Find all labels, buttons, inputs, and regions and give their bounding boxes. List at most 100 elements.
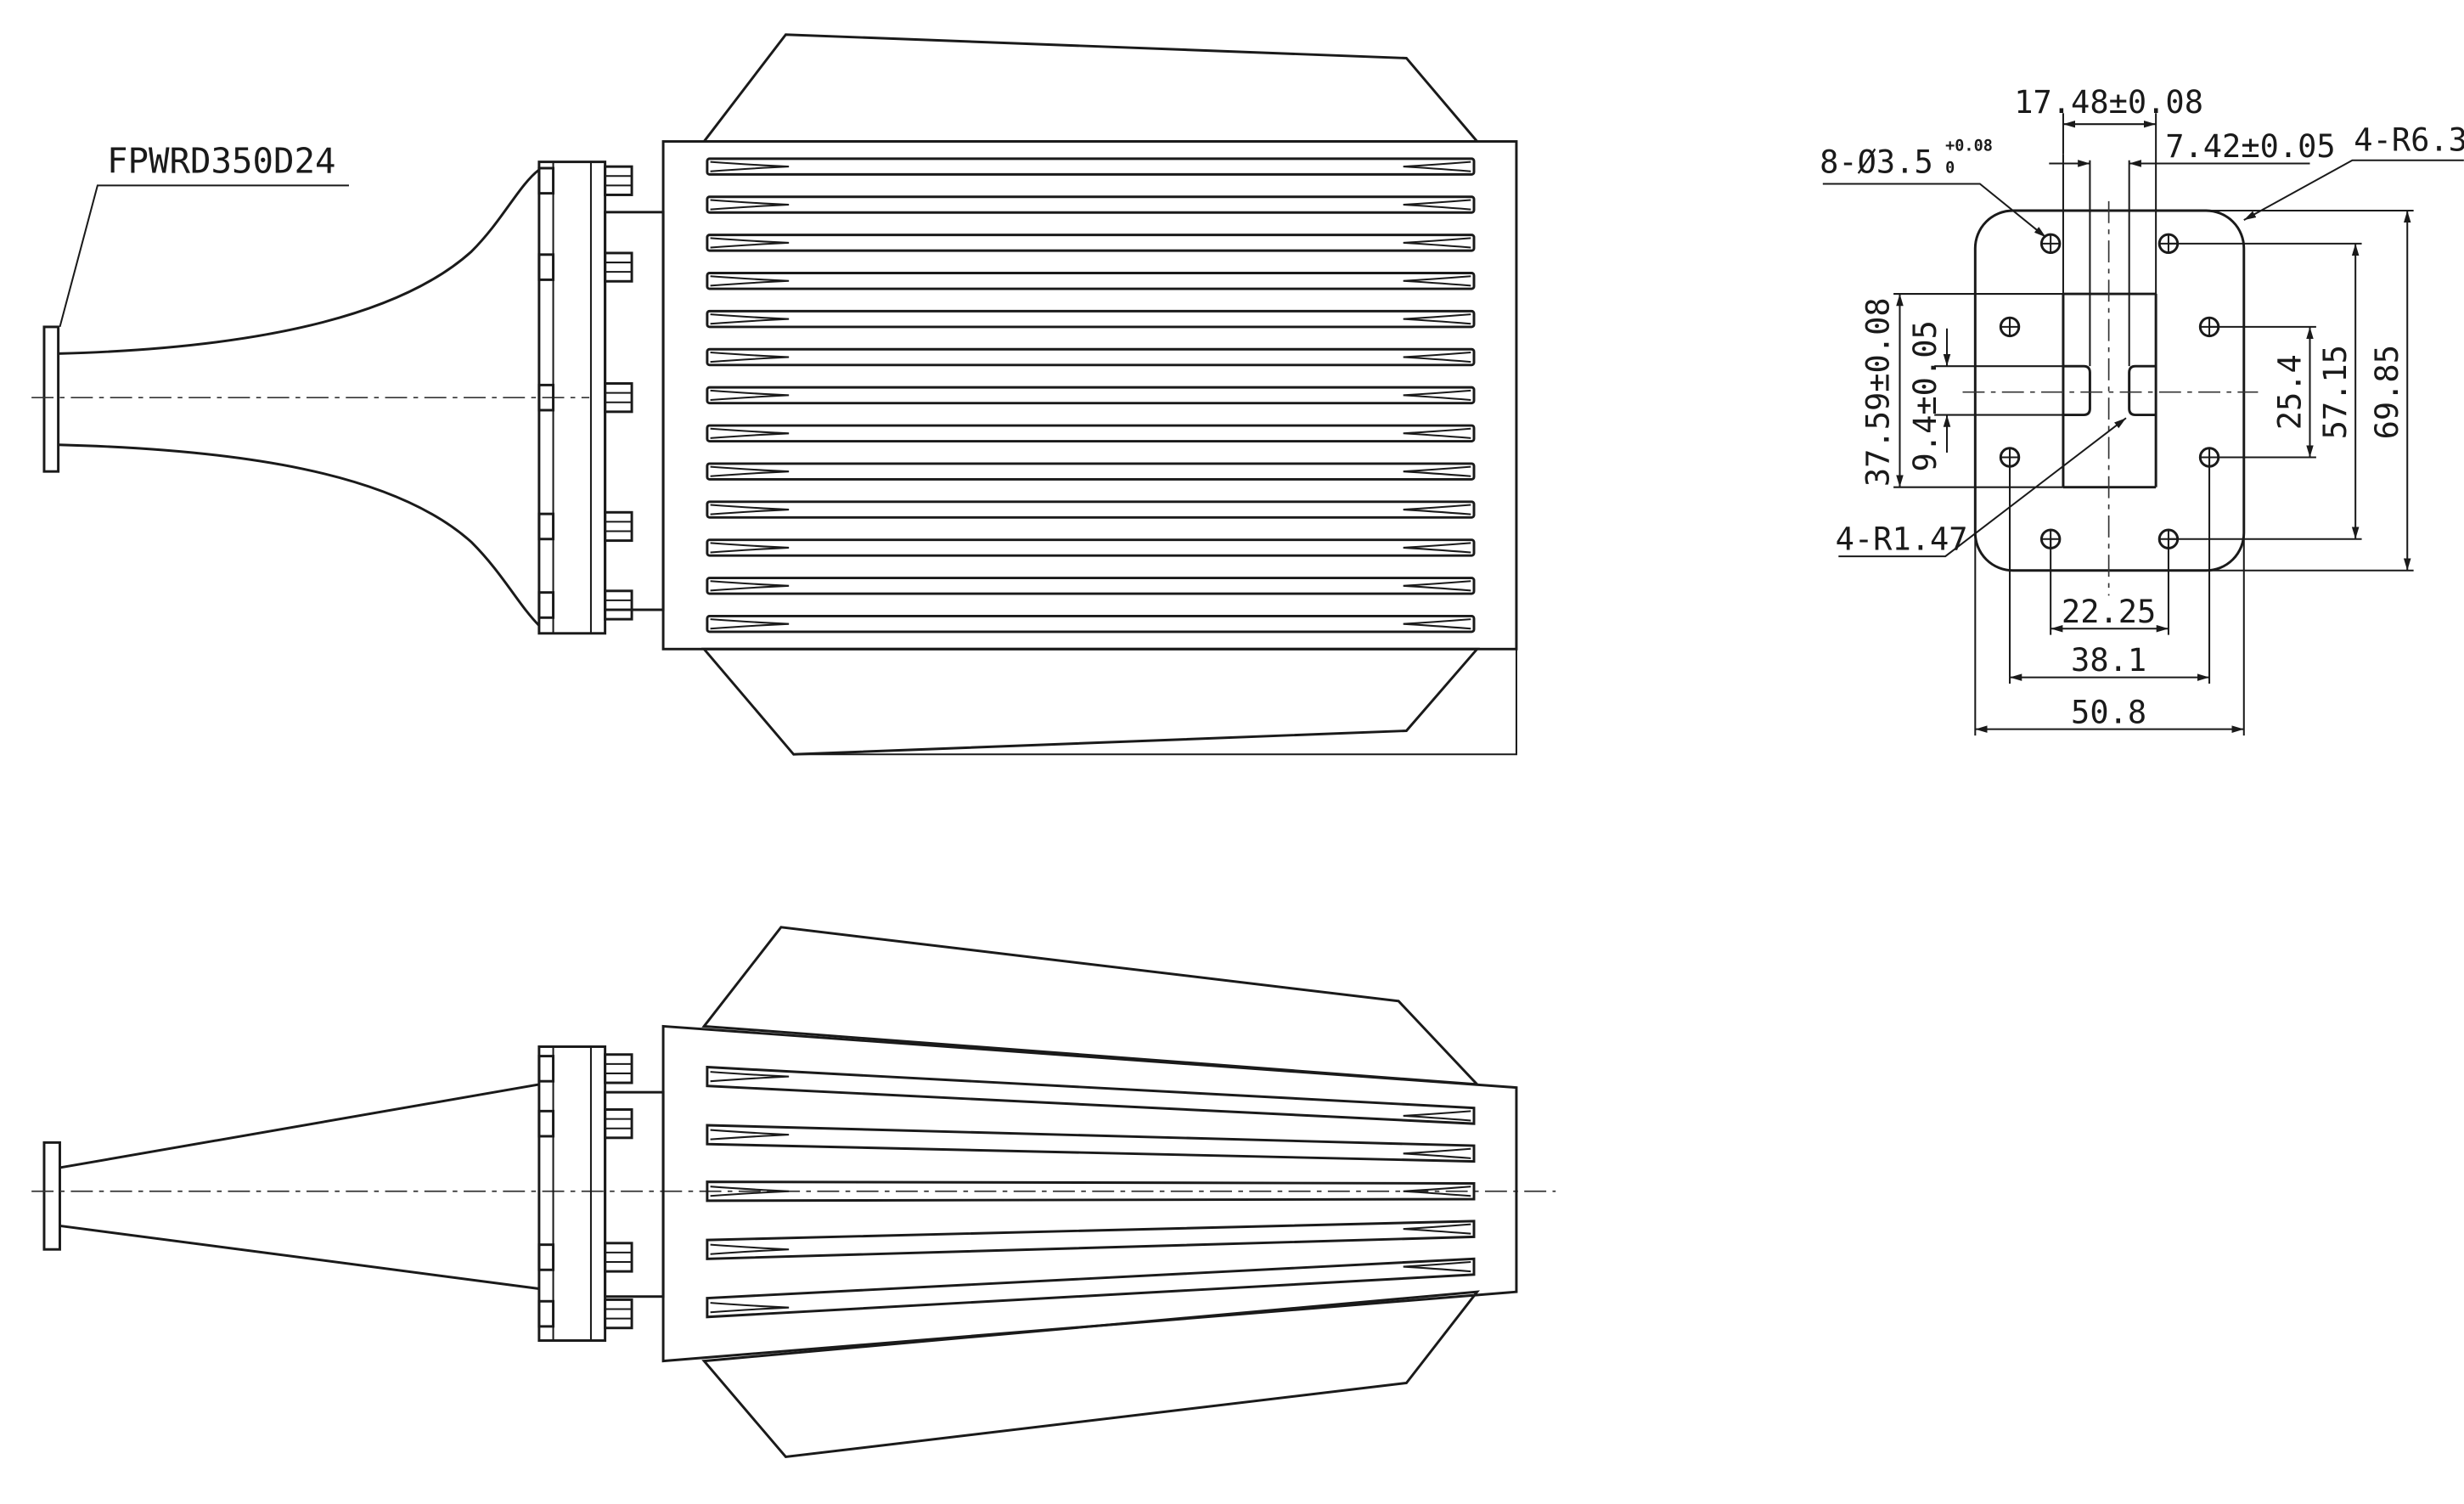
fin-taper-right [1403, 542, 1471, 554]
fin-taper-right [1403, 618, 1471, 630]
fin-taper-right [1403, 465, 1471, 477]
model-label: FPWRD350D24 [107, 141, 336, 182]
fin [706, 157, 1476, 176]
fin-outline [706, 500, 1476, 519]
bolt-nut [604, 589, 633, 621]
right-ridge [2128, 364, 2157, 417]
fin-taper-left [710, 1129, 790, 1141]
mounting-holes [1999, 233, 2220, 549]
bolt-nut [604, 1242, 633, 1273]
bolt-head [537, 253, 555, 281]
fin [706, 538, 1476, 557]
fin-taper-left [710, 237, 790, 249]
dim-69-85: 69.85 [2369, 345, 2405, 439]
horn-top-edge [58, 168, 540, 355]
bolt-nut [604, 1108, 633, 1140]
horn-bottom-edge [59, 1224, 540, 1290]
top-hood [701, 33, 1480, 144]
bolt [537, 510, 633, 543]
fin-taper-left [710, 427, 790, 439]
fin [706, 309, 1476, 329]
fin-taper-right [1403, 427, 1471, 439]
bolt [537, 1108, 633, 1140]
bolt-head [537, 1299, 555, 1328]
hood-outline [793, 649, 1517, 756]
horn-bottom-edge [58, 443, 540, 627]
fin [706, 1220, 1476, 1260]
dim-37-59: 37.59±0.08 [1860, 297, 1897, 487]
dim-7-42: 7.42±0.05 [2165, 128, 2335, 165]
fin-taper-left [710, 1243, 790, 1255]
bolt-head [537, 1055, 555, 1083]
fin-outline [706, 1180, 1476, 1203]
hole-tol-lower: 0 [1945, 160, 1955, 177]
dim-4-r6-35: 4-R6.35 [2354, 122, 2464, 159]
fin-outline [706, 309, 1476, 329]
fin-outline [706, 577, 1476, 595]
bolt-nut [604, 251, 633, 283]
fin-outline [706, 1257, 1476, 1319]
fin-taper-right [1403, 275, 1471, 287]
bottom-hood [701, 1290, 1480, 1459]
bolt-nut [604, 1053, 633, 1084]
neck [604, 1090, 665, 1298]
bolt-head [537, 383, 555, 412]
model-leader-line [59, 184, 349, 328]
fin [706, 1180, 1476, 1203]
bolt [537, 1242, 633, 1273]
fin-taper-left [710, 389, 790, 401]
flange-plate-outline [1973, 209, 2246, 572]
fin-outline [706, 1065, 1476, 1125]
fin-outline [706, 1220, 1476, 1260]
bolt [537, 1053, 633, 1084]
dim-4-r1-47: 4-R1.47 [1836, 521, 1968, 558]
dim-17-48: 17.48±0.08 [2014, 84, 2203, 121]
fin [706, 462, 1476, 481]
fin [706, 234, 1476, 252]
dim-8-dia-3-5: 8-Ø3.5 [1820, 144, 1933, 181]
fin-taper-right [1403, 1223, 1471, 1235]
fin-taper-right [1403, 237, 1471, 249]
flange-view: 17.48±0.08 7.42±0.05 4-R6.35 8-Ø3.5 +0.0… [1820, 84, 2464, 736]
bolt-nut [604, 510, 633, 543]
fin-taper-left [710, 580, 790, 592]
top-hood [701, 926, 1481, 1086]
fin [706, 424, 1476, 443]
fin [706, 272, 1476, 290]
dim-9-4: 9.4±0.05 [1907, 320, 1944, 471]
fin-taper-left [710, 275, 790, 287]
input-flange [42, 1141, 61, 1251]
bolt-head [537, 1243, 555, 1271]
fin-taper-left [710, 504, 790, 515]
bottom-hood [701, 647, 1480, 756]
side-view [31, 926, 1556, 1459]
leader-hole-dia [1822, 183, 2047, 239]
fin-taper-right [1403, 1260, 1471, 1273]
mounting-hole [2039, 233, 2062, 255]
fin [706, 195, 1476, 214]
fin-taper-right [1403, 580, 1471, 592]
fin-taper-right [1403, 313, 1471, 325]
fin-outline [706, 195, 1476, 214]
left-ridge [2062, 364, 2091, 417]
fin-outline [706, 538, 1476, 557]
fin-outline [706, 157, 1476, 176]
dim-22-25: 22.25 [2062, 594, 2156, 630]
bolt [537, 165, 633, 196]
fin [706, 1065, 1476, 1125]
fins [706, 1065, 1476, 1319]
fin-outline [706, 386, 1476, 405]
fin-taper-left [710, 351, 790, 363]
fin-taper-right [1403, 504, 1471, 515]
fin-taper-left [710, 161, 790, 172]
horn-top-edge [59, 1083, 540, 1169]
fin-taper-left [710, 542, 790, 554]
fin-taper-left [710, 618, 790, 630]
fin-taper-right [1403, 351, 1471, 363]
dim-25-4: 25.4 [2271, 354, 2308, 430]
fin-outline [706, 272, 1476, 290]
bolt-nut [604, 382, 633, 414]
top-view: FPWRD350D24 [31, 33, 1518, 756]
fin-taper-right [1403, 199, 1471, 211]
